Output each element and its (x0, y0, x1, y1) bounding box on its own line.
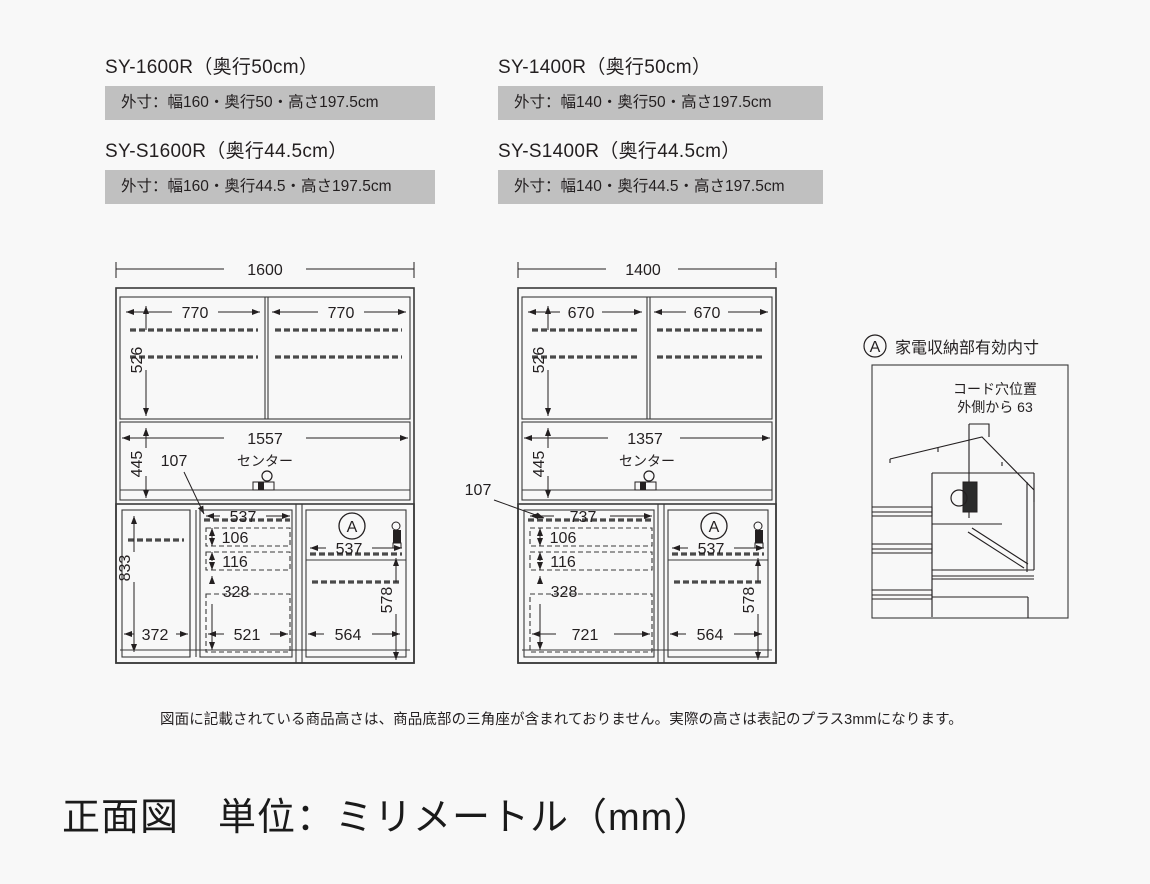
inset-title: 家電収納部有効内寸 (895, 339, 1039, 357)
dimension-drawer3-1400: 328 (537, 576, 578, 650)
socket-icon-1400 (753, 521, 764, 549)
dimension-drawer1-1600: 106 (209, 528, 249, 547)
dimension-overall-width-1600: 1600 (115, 262, 415, 279)
model-name-sys1600r: SY-S1600R（奥行44.5cm） (105, 141, 348, 162)
model-spec-sy1600r: 外寸：幅160・奥行50・高さ197.5cm (105, 86, 435, 120)
dimension-appliance-bottom-width-1400: 564 (670, 627, 762, 644)
dimension-label-1357: 1357 (627, 431, 663, 448)
dimension-label-1400: 1400 (625, 262, 661, 279)
dimension-label-107: 107 (161, 453, 188, 470)
dimension-label-721: 721 (572, 627, 599, 644)
center-outlet-label: センター (237, 453, 293, 469)
dimension-drawer2-1600: 116 (209, 552, 248, 571)
dimension-label-564: 564 (335, 627, 362, 644)
appliance-mark-label: A (347, 519, 358, 536)
front-view-drawing-1400: 1400 670 670 526 1357 (462, 252, 802, 672)
spec-column-1400: SY-1400R（奥行50cm） 外寸：幅140・奥行50・高さ197.5cm … (498, 52, 828, 220)
model-spec-sys1400r: 外寸：幅140・奥行44.5・高さ197.5cm (498, 170, 823, 204)
dimension-label-1600: 1600 (247, 262, 283, 279)
dimension-upper-doors-1600: 770 770 (126, 305, 406, 322)
model-spec-sy1400r: 外寸：幅140・奥行50・高さ197.5cm (498, 86, 823, 120)
dimension-label-578-1400: 578 (741, 587, 758, 614)
dimension-label-445-1400: 445 (531, 451, 548, 478)
dimension-label-521: 521 (234, 627, 261, 644)
appliance-perspective-sketch (872, 423, 1035, 618)
dimension-appliance-bottom-width-1600: 564 (308, 627, 400, 644)
dimension-middle-height-1600: 445 (129, 428, 149, 498)
dimension-label-328: 328 (223, 584, 250, 601)
dimension-drawer-inner-width-1400: 721 (532, 627, 650, 644)
dimension-label-right-door: 770 (328, 305, 355, 322)
dimension-drawer1-1400: 106 (537, 528, 577, 547)
dimension-drawer-top-width-1400: 737 (530, 509, 652, 526)
inset-mark-label: A (870, 339, 881, 356)
dimension-label-537-drawer: 537 (230, 509, 257, 526)
height-note: 図面に記載されている商品高さは、商品底部の三角座が含まれておりません。実際の高さ… (160, 712, 963, 728)
dimension-upper-height-1600: 526 (129, 306, 149, 416)
front-view-drawing-1600: .ln { stroke:#3a3a3a; stroke-width:1.1; … (100, 252, 440, 672)
dimension-label-1557: 1557 (247, 431, 283, 448)
cord-hole-label-line2: 外側から 63 (957, 399, 1033, 415)
dimension-label-737: 737 (570, 509, 597, 526)
dimension-label-372: 372 (142, 627, 169, 644)
dimension-middle-width-1600: 1557 (122, 431, 408, 448)
dimension-upper-height-1400: 526 (531, 306, 551, 416)
dimension-drawer3-1600: 328 (209, 576, 250, 650)
cord-hole-block (950, 481, 978, 513)
center-outlet-label-1400: センター (619, 453, 675, 469)
model-name-sy1600r: SY-1600R（奥行50cm） (105, 57, 319, 78)
dimension-overall-width-1400: 1400 (517, 262, 777, 279)
dimension-label-833: 833 (117, 555, 134, 582)
dimension-label-526: 526 (129, 347, 146, 374)
dimension-drawer-inner-width-1600: 521 (208, 627, 288, 644)
dimension-label-445: 445 (129, 451, 146, 478)
dimension-tall-cabinet-height: 833 (117, 516, 137, 652)
dimension-label-526-1400: 526 (531, 347, 548, 374)
dimension-label-left-door-1400: 670 (568, 305, 595, 322)
inset-heading: A 家電収納部有効内寸 (863, 334, 1039, 358)
dimension-tall-cabinet-width: 372 (124, 627, 188, 644)
dimension-label-left-door: 770 (182, 305, 209, 322)
dimension-label-537-appliance-1400: 537 (698, 541, 725, 558)
dimension-drawer2-1400: 116 (537, 552, 576, 571)
dimension-label-107-1400: 107 (465, 482, 492, 499)
appliance-detail-inset: A 家電収納部有効内寸 コード穴位置 外側から 63 (862, 332, 1112, 662)
center-outlet-1400: センター (619, 453, 675, 491)
model-name-sy1400r: SY-1400R（奥行50cm） (498, 57, 712, 78)
dimension-label-116-1400: 116 (550, 554, 576, 571)
dimension-appliance-height-1400: 578 (741, 558, 761, 660)
dimension-appliance-width-1600: 537 (310, 541, 402, 558)
dimension-label-578: 578 (379, 587, 396, 614)
appliance-mark-circle-1600: A (338, 512, 366, 540)
dimension-label-106: 106 (222, 530, 249, 547)
dimension-label-328-1400: 328 (551, 584, 578, 601)
dimension-label-116: 116 (222, 554, 248, 571)
model-name-sys1400r: SY-S1400R（奥行44.5cm） (498, 141, 741, 162)
dimension-appliance-width-1400: 537 (672, 541, 764, 558)
appliance-mark-label-1400: A (709, 519, 720, 536)
dimension-middle-height-1400: 445 (531, 428, 551, 498)
leader-107-1600: 107 (161, 453, 205, 515)
center-outlet-1600: センター (237, 453, 293, 491)
dimension-upper-doors-1400: 670 670 (528, 305, 768, 322)
socket-icon-1600 (391, 521, 402, 549)
dimension-middle-width-1400: 1357 (524, 431, 770, 448)
dimension-label-564-1400: 564 (697, 627, 724, 644)
model-spec-sys1600r: 外寸：幅160・奥行44.5・高さ197.5cm (105, 170, 435, 204)
dimension-label-537-appliance: 537 (336, 541, 363, 558)
dimension-drawer-top-width-1600: 537 (206, 509, 290, 526)
appliance-mark-circle-1400: A (700, 512, 728, 540)
spec-column-1600: SY-1600R（奥行50cm） 外寸：幅160・奥行50・高さ197.5cm … (105, 52, 435, 220)
dimension-label-right-door-1400: 670 (694, 305, 721, 322)
dimension-label-106-1400: 106 (550, 530, 577, 547)
dimension-appliance-height-1600: 578 (379, 558, 399, 660)
cord-hole-label-line1: コード穴位置 (953, 381, 1037, 397)
footer-title: 正面図 単位：ミリメートル（mm） (62, 797, 713, 839)
